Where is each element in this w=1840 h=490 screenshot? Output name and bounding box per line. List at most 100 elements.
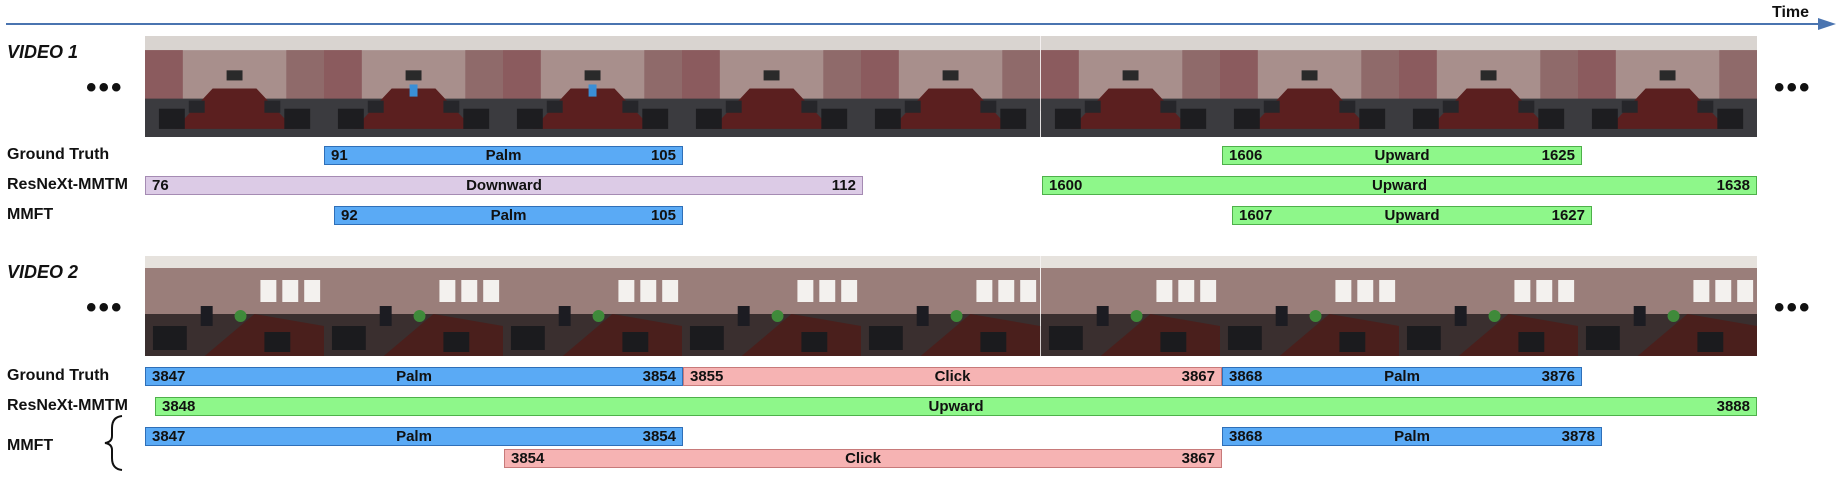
chair — [869, 326, 904, 350]
window — [1378, 280, 1395, 302]
segment-start: 91 — [331, 147, 348, 164]
chair — [875, 108, 902, 129]
ceiling — [682, 256, 862, 268]
segment-start: 1600 — [1049, 177, 1083, 194]
room-scene — [145, 36, 325, 137]
window — [260, 280, 277, 302]
chair — [821, 108, 848, 129]
segment-label: Click — [845, 450, 881, 467]
window — [304, 280, 321, 302]
segment-end: 1625 — [1541, 147, 1575, 164]
screen — [1659, 70, 1676, 81]
segment-end: 3867 — [1181, 450, 1215, 467]
segment-start: 76 — [152, 177, 169, 194]
chair — [1339, 332, 1365, 352]
plant — [1309, 310, 1322, 322]
screen — [1480, 70, 1497, 81]
segment-label: Upward — [1374, 147, 1430, 164]
video-1-frame-thumbnail — [861, 36, 1042, 137]
video-2-row-mmft-label: MMFT — [7, 437, 54, 454]
video-2-frame-strip — [145, 256, 1758, 356]
ceiling — [503, 36, 683, 51]
window — [841, 280, 858, 302]
plant — [771, 310, 784, 322]
conference-table — [204, 314, 325, 356]
segment-end: 3867 — [1181, 368, 1215, 385]
segment-end: 3854 — [642, 428, 676, 445]
video-2-frame-thumbnail — [145, 256, 326, 356]
person — [409, 84, 418, 97]
segment-label: Palm — [1384, 368, 1420, 385]
chair — [1621, 100, 1638, 113]
video-2-frame-thumbnail — [324, 256, 505, 356]
segment-end: 3854 — [642, 368, 676, 385]
ceiling — [861, 256, 1041, 268]
video-2-gt-segment-3: 3868 Palm 3876 — [1222, 367, 1582, 386]
video-2-ellipsis-right: ••• — [1774, 291, 1812, 324]
conference-table — [891, 88, 1011, 129]
segment-label: Upward — [928, 398, 984, 415]
chair — [443, 332, 470, 352]
segment-label: Palm — [490, 207, 527, 224]
window — [483, 280, 500, 302]
window — [461, 280, 478, 302]
window — [1177, 280, 1194, 302]
conference-table — [562, 314, 683, 356]
plant — [1488, 310, 1501, 322]
video-1-frame-strip — [145, 36, 1758, 137]
video-2-frame-thumbnail — [1398, 256, 1579, 356]
window — [1335, 280, 1352, 302]
video-1-frame-thumbnail — [1219, 36, 1400, 137]
chair — [1697, 100, 1714, 113]
segment-end: 105 — [650, 207, 676, 224]
window — [282, 280, 299, 302]
person — [1633, 306, 1646, 326]
conference-table — [353, 88, 474, 129]
person — [558, 306, 571, 326]
conference-table — [742, 314, 862, 356]
room-scene — [1577, 36, 1757, 137]
chair — [801, 100, 818, 113]
time-axis — [6, 18, 1836, 30]
chair — [1084, 100, 1101, 113]
video-2-frame-thumbnail — [682, 256, 863, 356]
person — [1096, 306, 1109, 326]
chair — [264, 332, 291, 352]
room-scene — [324, 256, 504, 356]
chair — [511, 326, 546, 350]
chair — [1406, 326, 1441, 350]
segment-end: 105 — [650, 147, 676, 164]
segment-label: Downward — [466, 177, 542, 194]
window — [1199, 280, 1216, 302]
ceiling — [1219, 36, 1399, 51]
screen — [943, 70, 959, 81]
video-1-frame-thumbnail — [1398, 36, 1579, 137]
segment-label: Click — [934, 368, 971, 385]
room-scene — [861, 256, 1041, 356]
chair — [642, 108, 669, 129]
screen — [226, 70, 243, 81]
segment-label: Palm — [396, 368, 432, 385]
segment-start: 3854 — [511, 450, 545, 467]
person — [738, 306, 750, 326]
chair — [1538, 108, 1564, 129]
chair — [547, 100, 563, 113]
room-scene — [1040, 36, 1220, 137]
chair — [801, 332, 828, 352]
chair — [284, 108, 311, 129]
chair — [696, 108, 723, 129]
chair — [1585, 326, 1620, 350]
mmft-brace-icon — [104, 415, 123, 471]
chair — [338, 108, 364, 129]
conference-table — [174, 88, 295, 129]
window — [1536, 280, 1553, 302]
plant — [234, 310, 247, 322]
chair — [1518, 100, 1535, 113]
person — [917, 306, 930, 326]
video-1-row-ground-truth-label: Ground Truth — [7, 146, 110, 163]
plant — [1667, 310, 1680, 322]
window — [1514, 280, 1531, 302]
chair — [443, 100, 460, 113]
segment-start: 92 — [341, 207, 358, 224]
ceiling — [861, 36, 1041, 51]
